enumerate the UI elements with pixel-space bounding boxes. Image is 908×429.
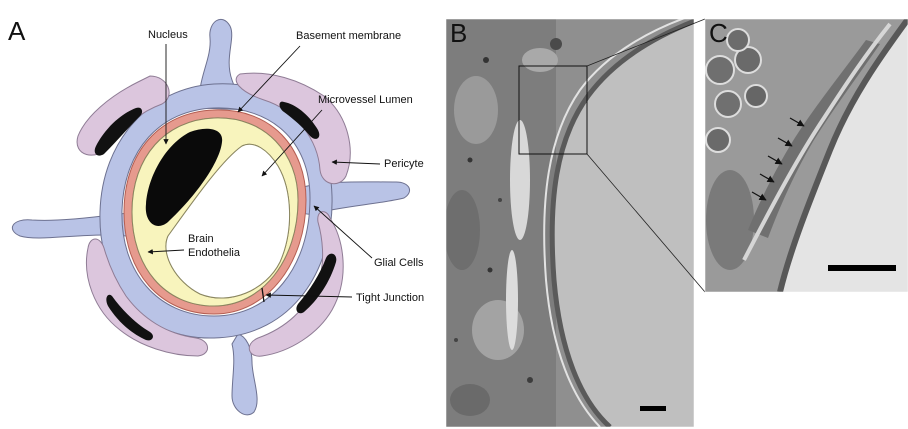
panel-c-micrograph: C [705,18,908,292]
scale-bar-b [640,406,666,411]
label-brain-endothelia-1: Brain [188,233,214,245]
label-pericyte: Pericyte [384,158,424,170]
panel-b-micrograph: B [444,14,700,427]
scale-bar-c [828,265,896,271]
panel-c-letter: C [709,18,728,48]
panel-a-letter: A [8,16,26,46]
panel-b-letter: B [450,18,467,48]
panel-a-schematic: A N [8,16,424,415]
label-basement-membrane: Basement membrane [296,30,401,42]
label-brain-endothelia-2: Endothelia [188,247,241,259]
label-nucleus: Nucleus [148,29,188,41]
label-glial-cells: Glial Cells [374,257,424,269]
label-microvessel-lumen: Microvessel Lumen [318,94,413,106]
label-tight-junction: Tight Junction [356,292,424,304]
